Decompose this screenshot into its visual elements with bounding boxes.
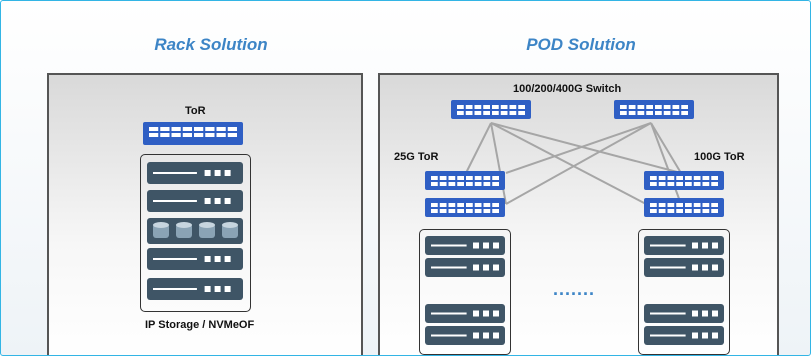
core-switch-icon (614, 100, 694, 124)
tor-switch-icon (425, 171, 505, 195)
tor-switch-icon (644, 171, 724, 195)
rack-solution-title: Rack Solution (154, 35, 268, 54)
rack-solution-panel (47, 73, 363, 355)
link-line (465, 122, 492, 174)
core-switch-label: 100/200/400G Switch (513, 83, 622, 95)
link-line (490, 122, 647, 205)
tor-switch-icon (143, 122, 243, 150)
server-icon (644, 258, 724, 282)
tor-label: ToR (185, 105, 206, 117)
pod-solution-title: POD Solution (526, 35, 636, 54)
server-icon (147, 248, 243, 275)
rack-storage-group (140, 154, 251, 312)
left-server-group (419, 229, 511, 355)
server-icon (644, 326, 724, 350)
link-line (505, 122, 652, 205)
right-server-group (638, 229, 730, 355)
server-icon (425, 326, 505, 350)
tor-100g-label: 100G ToR (694, 151, 745, 163)
link-line (490, 122, 507, 205)
tor-25g-label: 25G ToR (394, 151, 439, 163)
core-switch-icon (451, 100, 531, 124)
server-icon (147, 162, 243, 189)
server-icon (644, 236, 724, 260)
server-icon (147, 190, 243, 217)
tor-switch-icon (425, 198, 505, 222)
server-icon (425, 258, 505, 282)
ellipsis-indicator: ....... (553, 279, 596, 299)
storage-disks-icon (147, 218, 243, 249)
link-line (650, 122, 682, 174)
tor-switch-icon (644, 198, 724, 222)
server-icon (147, 278, 243, 305)
link-line (505, 122, 652, 174)
link-line (490, 122, 682, 174)
server-icon (425, 236, 505, 260)
server-icon (644, 304, 724, 328)
server-icon (425, 304, 505, 328)
link-line (650, 122, 682, 205)
storage-label: IP Storage / NVMeOF (145, 319, 255, 331)
